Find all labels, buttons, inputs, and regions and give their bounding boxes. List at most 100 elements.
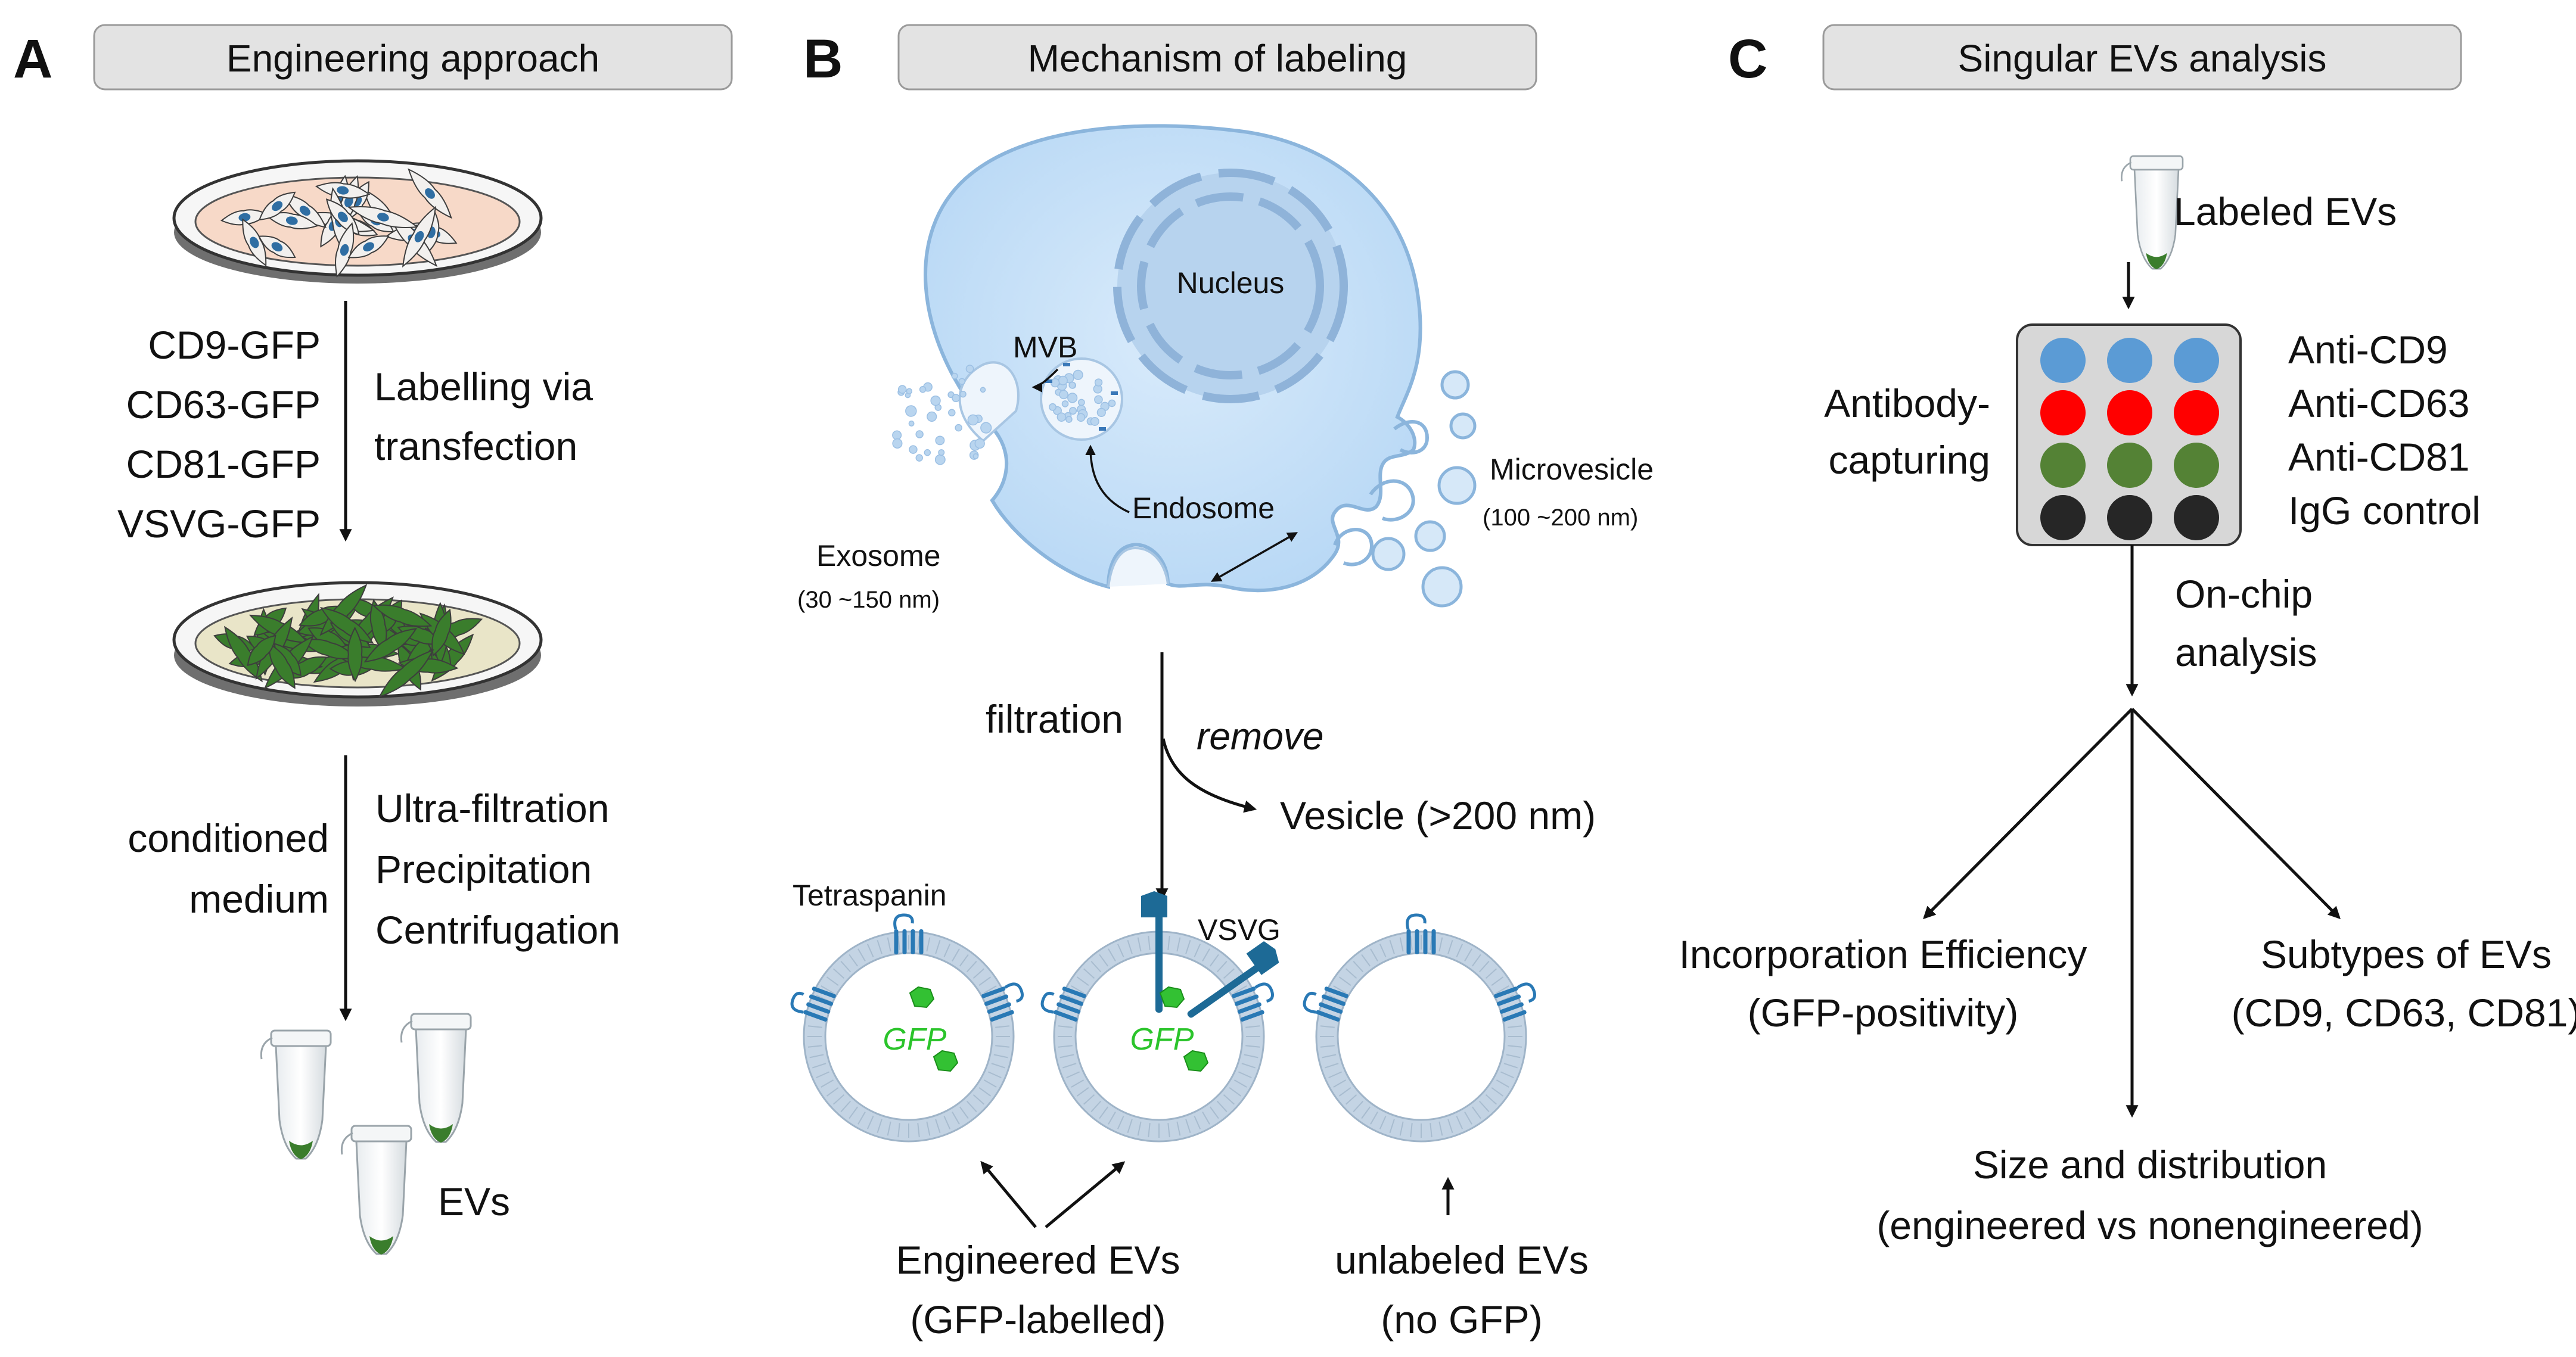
nucleus-label: Nucleus	[1177, 266, 1285, 300]
construct-cd81-gfp: CD81-GFP	[126, 442, 321, 486]
arrow-to-incorporation	[1923, 708, 2133, 919]
analysis-label: analysis	[2175, 630, 2317, 674]
unlabeled-ev	[1303, 913, 1536, 1143]
antibody-spot	[2040, 338, 2086, 383]
exosome-label: Exosome	[816, 539, 940, 572]
microvesicle-bud	[1393, 420, 1430, 455]
endosome-label: Endosome	[1132, 491, 1275, 525]
microvesicle-particles	[1371, 370, 1477, 608]
panel-b-header: B Mechanism of labeling	[803, 24, 1537, 91]
ev-tube-icon	[340, 1125, 412, 1255]
mvb-label: MVB	[1013, 331, 1077, 364]
header-singular-evs-analysis: Singular EVs analysis	[1958, 37, 2327, 80]
gfp-protein-icon	[1159, 986, 1185, 1009]
tetraspanin-protein-icon	[790, 986, 836, 1022]
gfp-positivity-label: (GFP-positivity)	[1748, 991, 2019, 1035]
cell-icon	[402, 206, 437, 268]
endosome-pocket	[1107, 546, 1169, 587]
cell-icon	[347, 626, 363, 683]
cell-icon	[408, 168, 452, 219]
antibody-spot	[2107, 390, 2152, 435]
cell-icon	[220, 209, 269, 226]
panel-a: CD9-GFP CD63-GFP CD81-GFP VSVG-GFP Label…	[117, 159, 620, 1255]
cell-icon	[265, 212, 319, 229]
header-engineering-approach: Engineering approach	[226, 37, 599, 80]
filtration-label: filtration	[986, 697, 1123, 741]
panel-letter-b: B	[803, 29, 843, 89]
mvb-icon	[1040, 357, 1123, 441]
subtypes-label: Subtypes of EVs	[2261, 932, 2552, 976]
antibody-chip	[2016, 323, 2242, 546]
method-ultra-filtration: Ultra-filtration	[375, 786, 609, 830]
antibody-spot	[2174, 338, 2219, 383]
cell-icon	[258, 235, 296, 259]
transfection-label: transfection	[374, 424, 577, 468]
antibody-spot	[2174, 443, 2219, 488]
labeled-ev-tube-icon	[2121, 155, 2184, 270]
conditioned-label: conditioned	[128, 816, 329, 860]
microvesicle-bud	[1369, 479, 1415, 522]
cell-icon	[372, 604, 433, 627]
gfp-protein-icon	[909, 986, 935, 1009]
antibody-label-1: Anti-CD63	[2288, 381, 2469, 425]
tetraspanin-protein-icon	[1494, 982, 1536, 1022]
cell-icon	[347, 235, 390, 259]
labelling-via-label: Labelling via	[374, 365, 593, 409]
nucleus-icon	[1113, 169, 1348, 403]
microvesicle-label: Microvesicle	[1490, 453, 1654, 486]
arrow-remove	[1161, 738, 1257, 813]
panel-c-header: C Singular EVs analysis	[1728, 24, 2462, 91]
gfp-label-ev1: GFP	[883, 1022, 947, 1057]
cell-icon	[247, 634, 276, 667]
arrow-to-subtypes	[2131, 708, 2341, 919]
evs-label: EVs	[438, 1179, 510, 1224]
tetraspanin-protein-icon	[1040, 986, 1086, 1022]
panel-b: Nucleus MVB Exosome (30 ~150 nm) Endosom…	[790, 124, 1654, 1342]
antibody-spot	[2040, 390, 2086, 435]
gfp-label-ev2: GFP	[1130, 1022, 1194, 1057]
gfp-protein-icon	[933, 1050, 959, 1072]
engineered-evs-label: Engineered EVs	[896, 1238, 1180, 1282]
exosome-particles	[892, 365, 992, 465]
exosome-size-label: (30 ~150 nm)	[797, 587, 940, 613]
cell-icon	[268, 642, 296, 689]
ev-tube-icon	[260, 1029, 332, 1160]
labeled-evs-label: Labeled EVs	[2174, 189, 2397, 234]
arrow-to-ev1	[980, 1160, 1037, 1228]
header-mechanism-of-labeling: Mechanism of labeling	[1028, 37, 1407, 80]
antibody-spot	[2174, 390, 2219, 435]
incorporation-label: Incorporation Efficiency	[1679, 932, 2087, 976]
capturing-label: capturing	[1828, 438, 1990, 482]
unlabeled-evs-label: unlabeled EVs	[1335, 1238, 1589, 1282]
vsvg-label: VSVG	[1198, 913, 1281, 947]
cell-icon	[378, 649, 434, 698]
antibody-label-2: Anti-CD81	[2288, 435, 2469, 479]
method-precipitation: Precipitation	[375, 847, 592, 891]
method-centrifugation: Centrifugation	[375, 908, 620, 952]
petri-dish-labeled-cells-icon	[172, 581, 543, 706]
tetraspanin-protein-icon	[1232, 982, 1274, 1022]
panel-a-header: A Engineering approach	[13, 24, 733, 91]
construct-vsvg-gfp: VSVG-GFP	[117, 502, 321, 546]
medium-label: medium	[189, 877, 329, 921]
vsvg-protein-icon	[1187, 941, 1279, 1018]
tetraspanin-protein-icon	[893, 913, 924, 954]
cell-icon	[431, 608, 452, 657]
antibody-spot	[2107, 443, 2152, 488]
no-gfp-label: (no GFP)	[1381, 1297, 1542, 1342]
ev-tube-icon	[400, 1013, 472, 1143]
antibody-label-0: Anti-CD9	[2288, 328, 2448, 372]
gfp-protein-icon	[1183, 1050, 1209, 1072]
header-box-b	[897, 24, 1537, 91]
cell-icon	[283, 193, 327, 228]
petri-dish-cells-icon	[172, 159, 543, 284]
antibody-spot	[2174, 495, 2219, 540]
gfp-labelled-label: (GFP-labelled)	[910, 1297, 1166, 1342]
arrow-to-ev2	[1045, 1161, 1126, 1228]
microvesicle-bud	[1333, 528, 1374, 567]
header-box-c	[1822, 24, 2462, 91]
remove-label: remove	[1197, 715, 1323, 758]
engineered-ev-vsvg	[1040, 891, 1279, 1143]
antibody-spot	[2040, 495, 2086, 540]
cell-icon	[223, 625, 263, 683]
